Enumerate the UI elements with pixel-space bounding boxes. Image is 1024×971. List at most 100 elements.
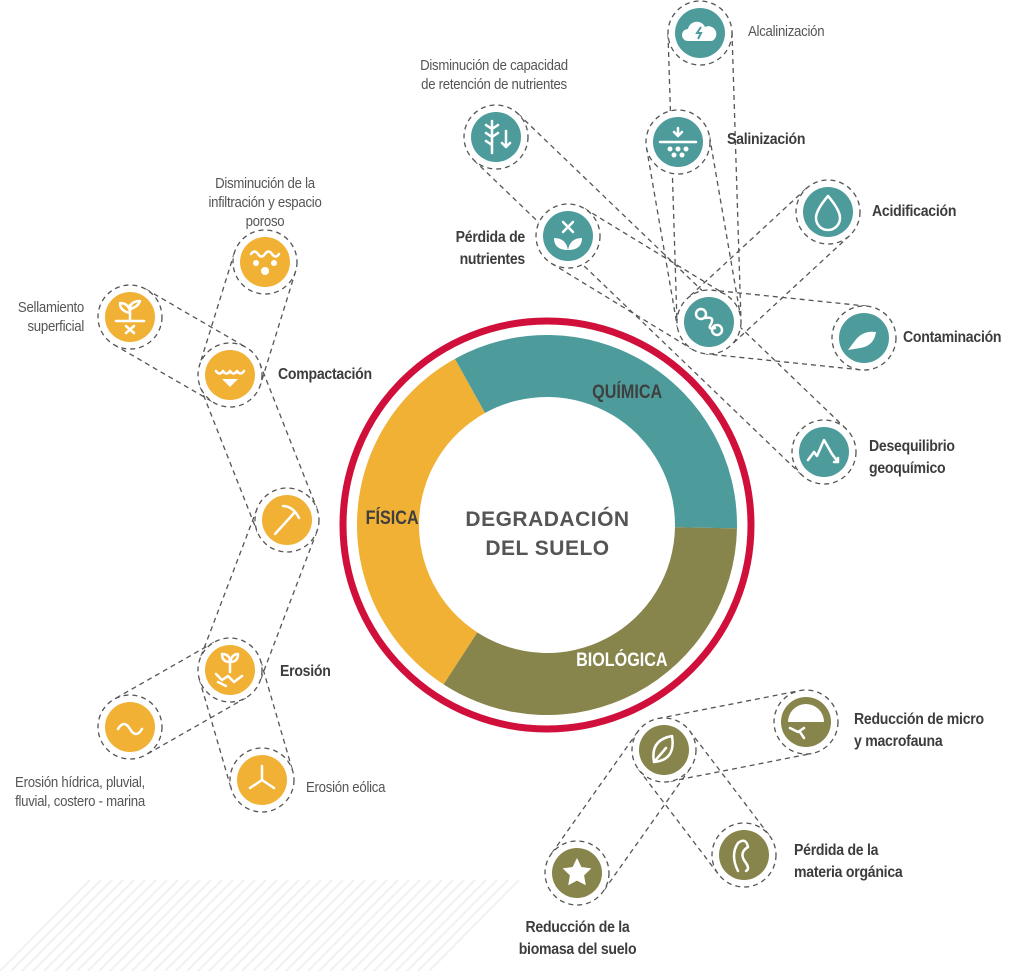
cloud-lightning-icon: [682, 21, 717, 41]
label-line: nutrientes: [459, 251, 526, 268]
wave-icon: [116, 722, 144, 736]
node-acidificacion[interactable]: [795, 179, 861, 245]
label-acidificacion: Acidificación: [872, 201, 956, 223]
node-materia[interactable]: [711, 822, 777, 888]
node-alcalinizacion[interactable]: [667, 0, 733, 66]
hatch-line: [406, 879, 498, 971]
node-circle: [240, 237, 290, 287]
hatch-line: [208, 879, 300, 971]
hatch-line: [417, 879, 509, 971]
connector-line: [259, 531, 318, 682]
hatch-line: [274, 879, 366, 971]
hatch-line: [186, 879, 278, 971]
label-line: de retención de nutrientes: [421, 76, 567, 93]
wind-turbine-icon: [248, 764, 276, 790]
soil-roots-icon: [788, 704, 824, 740]
hatch-line: [120, 879, 212, 971]
connector-line: [708, 136, 742, 317]
connector-line: [705, 353, 861, 371]
label-compactacion: Compactación: [278, 364, 372, 386]
hatch-line: [395, 879, 487, 971]
label-desequilibrio: Desequilibrio geoquímico: [869, 436, 955, 480]
label-line: Desequilibrio: [869, 438, 955, 455]
label-line: fluvial, costero - marina: [15, 793, 145, 810]
connector-line: [199, 386, 258, 532]
node-eolica[interactable]: [229, 747, 295, 813]
segment-biologica[interactable]: [443, 527, 737, 716]
node-hidrica[interactable]: [97, 694, 163, 760]
segment-label-biologica: BIOLÓGICA: [576, 650, 668, 671]
connector-line: [686, 188, 807, 299]
hatch-line: [285, 879, 377, 971]
segment-quimica[interactable]: [454, 335, 737, 529]
node-biomasa[interactable]: [544, 840, 610, 906]
mountain-chart-icon: [806, 438, 840, 464]
node-desequilibrio[interactable]: [791, 419, 857, 485]
hatch-line: [428, 879, 520, 971]
hatch-line: [351, 879, 443, 971]
connector-line: [198, 678, 232, 790]
salt-layer-icon: [658, 126, 698, 158]
connector-line: [259, 363, 318, 509]
node-perdida-nutrientes[interactable]: [535, 203, 601, 269]
label-hidrica: Erosión hídrica, pluvial,fluvial, coster…: [10, 773, 151, 811]
label-retencion: Disminución de capacidad de retención de …: [415, 56, 573, 94]
hatch-line: [21, 879, 113, 971]
node-sellamiento[interactable]: [97, 284, 163, 350]
connector-line: [145, 697, 247, 756]
label-line: Disminución de la: [215, 175, 315, 192]
hatch-line: [230, 879, 322, 971]
node-salinizacion[interactable]: [645, 109, 711, 175]
center-title-line1: DEGRADACIÓN: [465, 508, 630, 531]
connector-line: [731, 31, 742, 322]
hatch-line: [98, 879, 190, 971]
label-line: Disminución de capacidad: [420, 57, 568, 74]
label-line: Salinización: [727, 131, 806, 148]
node-circle: [803, 187, 853, 237]
hatch-line: [142, 879, 234, 971]
node-retencion[interactable]: [463, 104, 529, 170]
node-infiltracion[interactable]: [232, 229, 298, 295]
hatch-line: [252, 879, 344, 971]
connector-line: [688, 730, 770, 837]
hatch-line: [164, 879, 256, 971]
label-line: Pérdida de la: [794, 842, 879, 859]
node-fisica-hub[interactable]: [254, 487, 320, 553]
connector-line: [145, 288, 247, 348]
chain-icon: [694, 307, 724, 337]
hatch-line: [197, 879, 289, 971]
label-eolica: Erosión eólica: [306, 778, 385, 797]
label-line: infiltración y espacio poroso: [208, 194, 322, 230]
label-line: Acidificación: [872, 203, 957, 220]
leaf-icon: [652, 734, 674, 764]
hatch-line: [0, 879, 91, 971]
label-salinizacion: Salinización: [727, 129, 805, 151]
label-line: Compactación: [278, 366, 372, 383]
connector-line: [550, 262, 693, 350]
node-circle: [684, 297, 734, 347]
decorative-hatch: [0, 879, 520, 971]
node-quimica-hub[interactable]: [676, 289, 742, 355]
node-micro[interactable]: [773, 689, 839, 755]
node-compactacion[interactable]: [197, 342, 263, 408]
connector-group: [113, 31, 868, 892]
hatch-line: [76, 879, 168, 971]
node-contaminacion[interactable]: [831, 305, 897, 371]
connector-line: [113, 641, 215, 700]
segment-fisica[interactable]: [356, 358, 485, 685]
outer-red-ring: [339, 317, 755, 733]
node-biologica-hub[interactable]: [631, 717, 697, 783]
hatch-line: [131, 879, 223, 971]
label-line: geoquímico: [869, 460, 946, 477]
hatch-line: [241, 879, 333, 971]
node-circle: [799, 427, 849, 477]
connector-line: [473, 159, 803, 476]
node-erosion[interactable]: [197, 637, 263, 703]
label-line: Sellamiento: [17, 299, 84, 316]
label-infiltracion: Disminución de la infiltración y espacio …: [190, 174, 340, 231]
